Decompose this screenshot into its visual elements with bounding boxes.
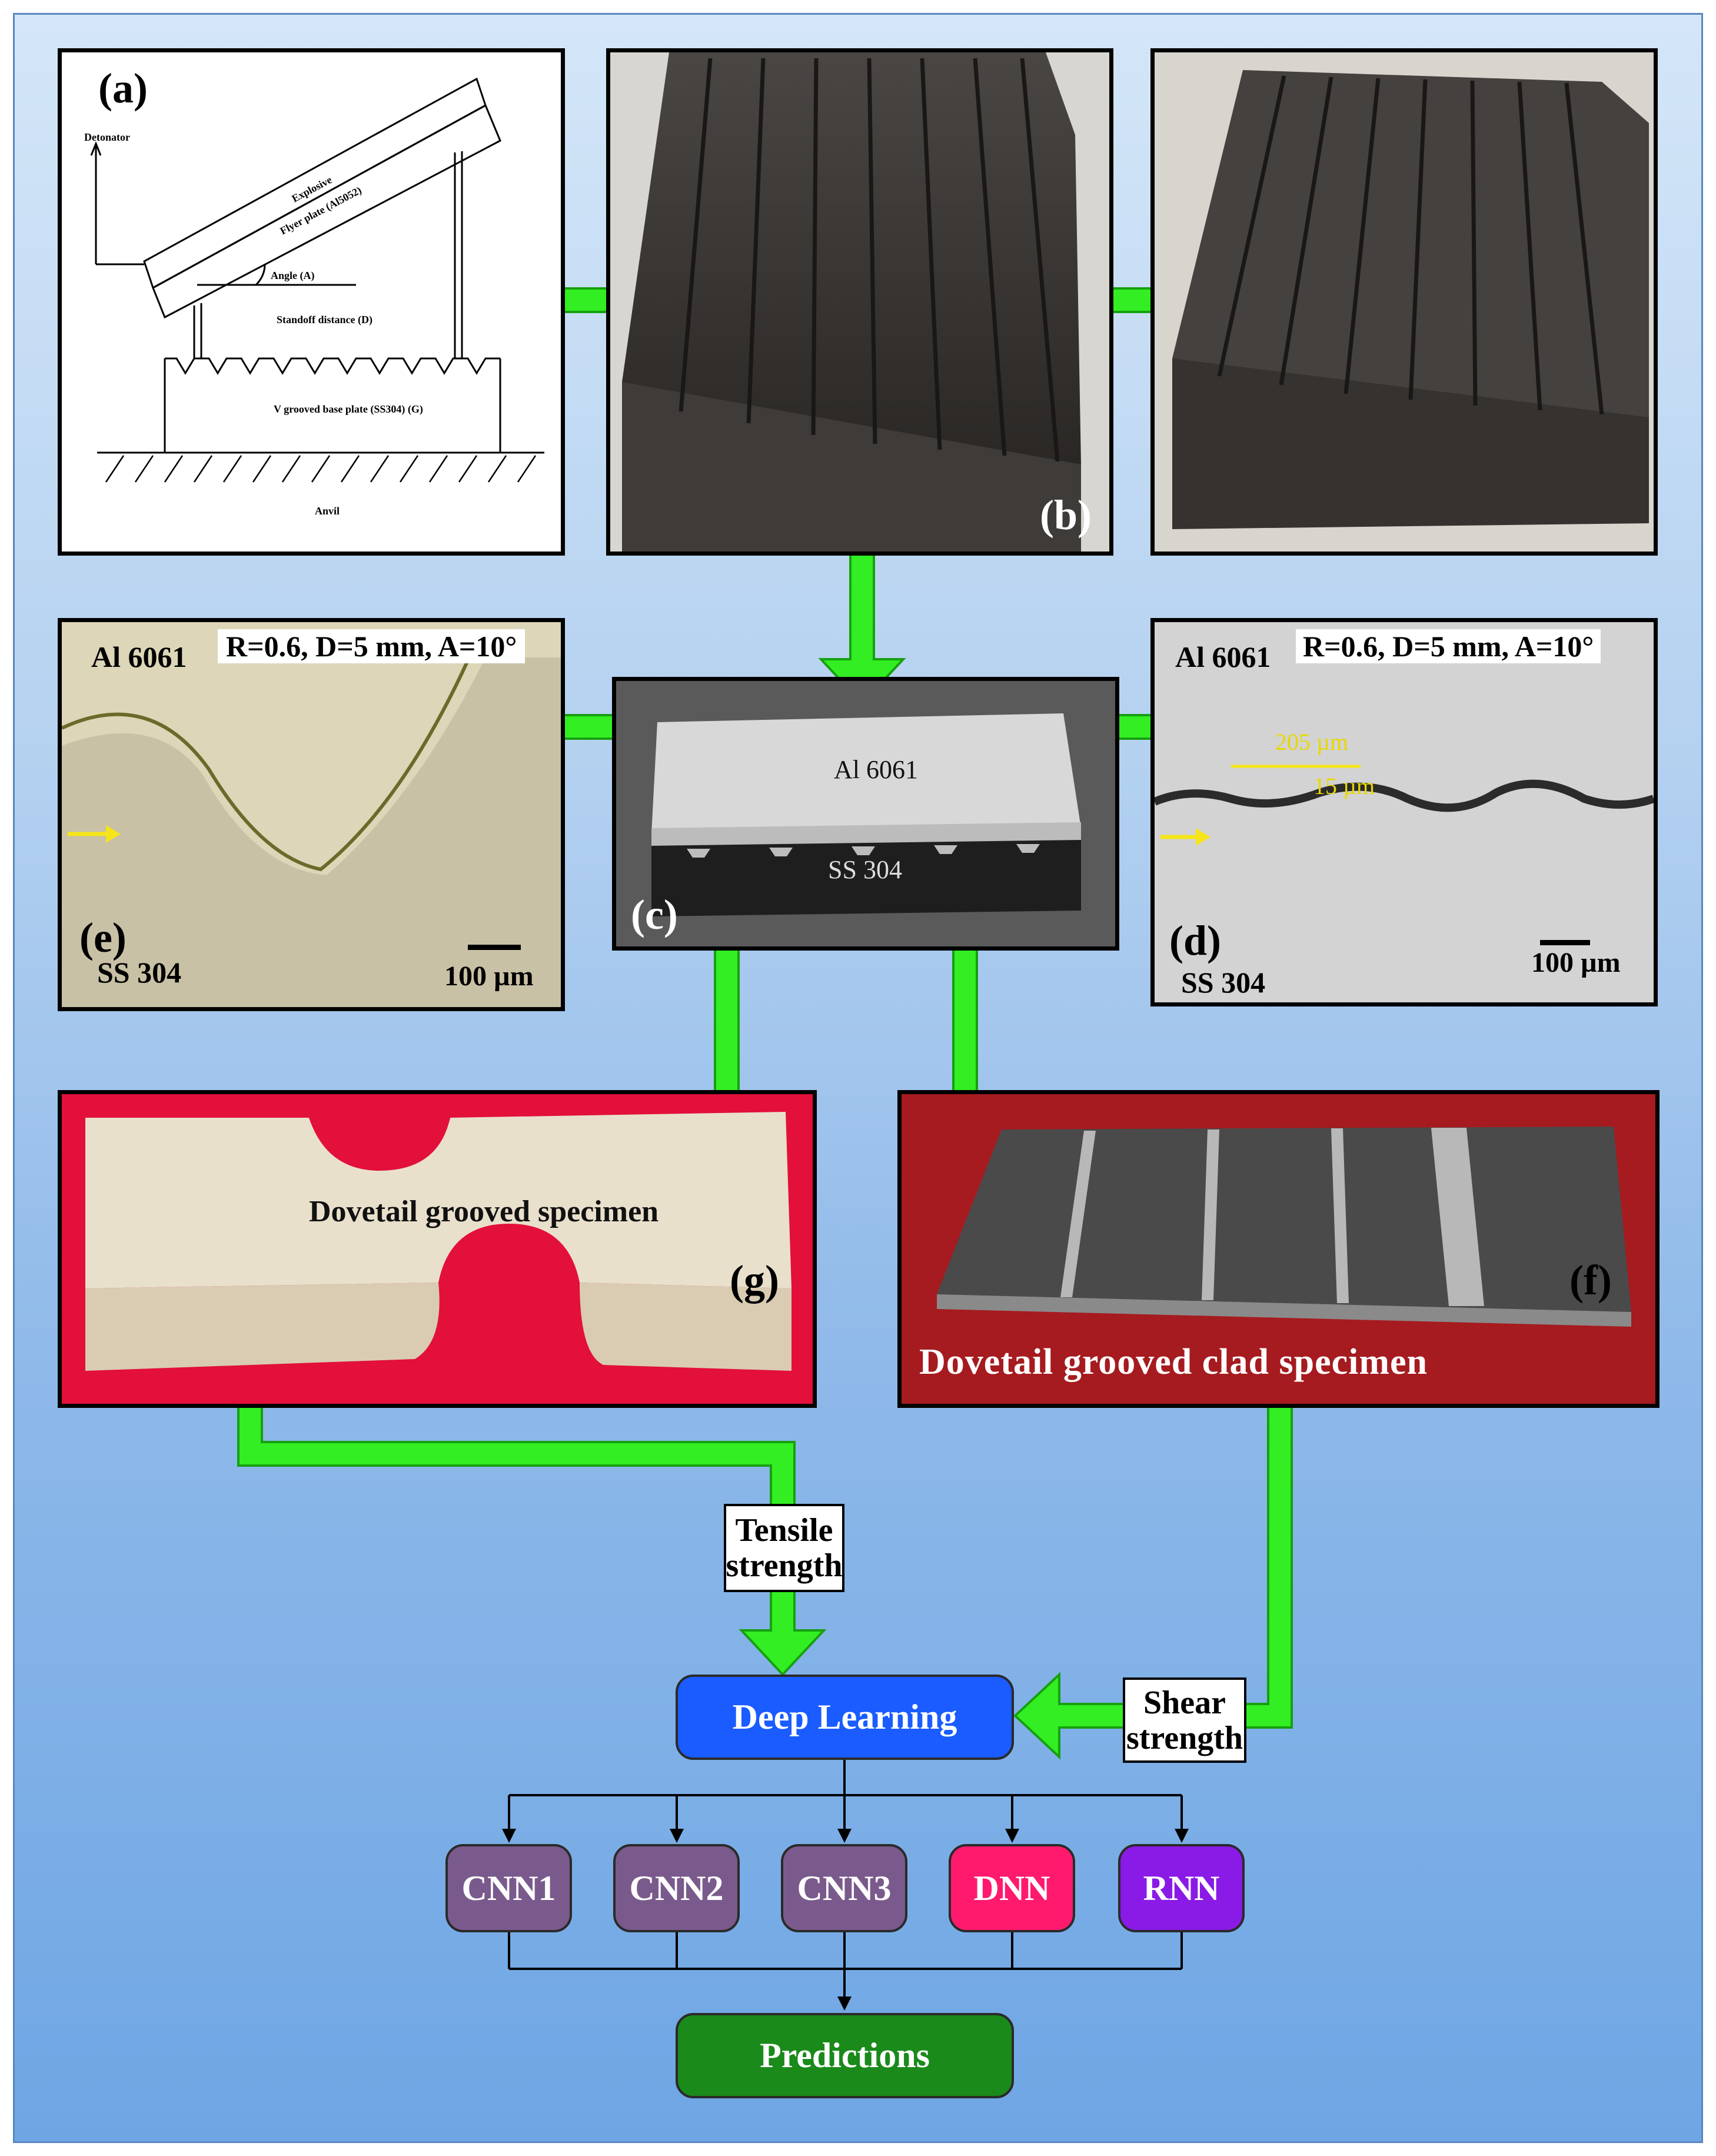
tensile-line-1: Tensile	[735, 1512, 833, 1549]
panel-g-label: (g)	[730, 1257, 779, 1304]
e-bottom-material: SS 304	[97, 956, 182, 989]
panel-f-photo: (f) Dovetail grooved clad specimen	[897, 1090, 1660, 1408]
d-amplitude: 15 µm	[1313, 773, 1375, 799]
panel-b-photo: (b)	[606, 48, 1113, 556]
grooved-plate-image-2	[1172, 70, 1649, 529]
panel-c-label: (c)	[631, 891, 678, 938]
tensile-specimen-image	[85, 1112, 792, 1371]
angle-label: Angle (A)	[271, 270, 315, 282]
shear-line-2: strength	[1126, 1719, 1243, 1756]
panel-f-label: (f)	[1569, 1257, 1612, 1304]
f-caption: Dovetail grooved clad specimen	[919, 1342, 1428, 1382]
clad-sample-image	[651, 713, 1081, 916]
d-wavelength: 205 µm	[1275, 729, 1349, 755]
detonator-label: Detonator	[84, 131, 130, 143]
d-top-material: Al 6061	[1175, 640, 1271, 673]
model-node-dnn: DNN	[949, 1844, 1075, 1932]
panel-e-micrograph: Al 6061 R=0.6, D=5 mm, A=10° SS 304 100 …	[58, 618, 565, 1011]
model-node-cnn1: CNN1	[445, 1844, 572, 1932]
shear-line-1: Shear	[1143, 1684, 1226, 1721]
g-caption: Dovetail grooved specimen	[309, 1195, 659, 1228]
panel-c-photo: Al 6061 SS 304 (c)	[612, 677, 1119, 951]
e-top-material: Al 6061	[91, 640, 187, 673]
model-node-cnn3: CNN3	[781, 1844, 907, 1932]
e-scale: 100 µm	[444, 961, 534, 992]
explosive-welding-setup: Detonator Explosive Flyer plate (Al5052)…	[84, 77, 544, 517]
d-scale: 100 µm	[1531, 947, 1621, 978]
panel-d-label: (d)	[1169, 917, 1221, 964]
model-node-cnn2: CNN2	[613, 1844, 740, 1932]
d-params: R=0.6, D=5 mm, A=10°	[1296, 629, 1601, 663]
arrow-g-to-dl	[237, 1403, 827, 1676]
panel-e-label: (e)	[79, 914, 127, 961]
d-bottom-material: SS 304	[1181, 966, 1266, 999]
panel-d-micrograph: Al 6061 R=0.6, D=5 mm, A=10° 205 µm 15 µ…	[1150, 618, 1658, 1006]
e-params: R=0.6, D=5 mm, A=10°	[218, 629, 526, 663]
micrograph-e-image	[62, 622, 561, 1007]
panel-b-photo-2	[1150, 48, 1658, 556]
panel-g-photo: Dovetail grooved specimen (g)	[58, 1090, 817, 1408]
c-top-material: Al 6061	[834, 755, 918, 784]
standoff-label: Standoff distance (D)	[277, 314, 373, 326]
grooved-plate-image	[622, 52, 1081, 552]
c-bottom-material: SS 304	[828, 855, 902, 884]
panel-a-schematic: (a)	[58, 48, 565, 556]
micrograph-d-image	[1155, 622, 1654, 1002]
clad-specimen-image	[902, 1094, 1655, 1404]
base-plate-label: V grooved base plate (SS304) (G)	[274, 403, 423, 416]
tensile-strength-tag: Tensile strength	[724, 1504, 844, 1592]
predictions-node: Predictions	[676, 2013, 1014, 2098]
deep-learning-node: Deep Learning	[676, 1675, 1014, 1760]
panel-b-label: (b)	[1040, 491, 1092, 539]
anvil-label: Anvil	[315, 505, 340, 517]
model-node-rnn: RNN	[1118, 1844, 1245, 1932]
tensile-line-2: strength	[726, 1547, 843, 1584]
shear-strength-tag: Shear strength	[1123, 1677, 1246, 1763]
panel-a-label: (a)	[98, 65, 148, 112]
